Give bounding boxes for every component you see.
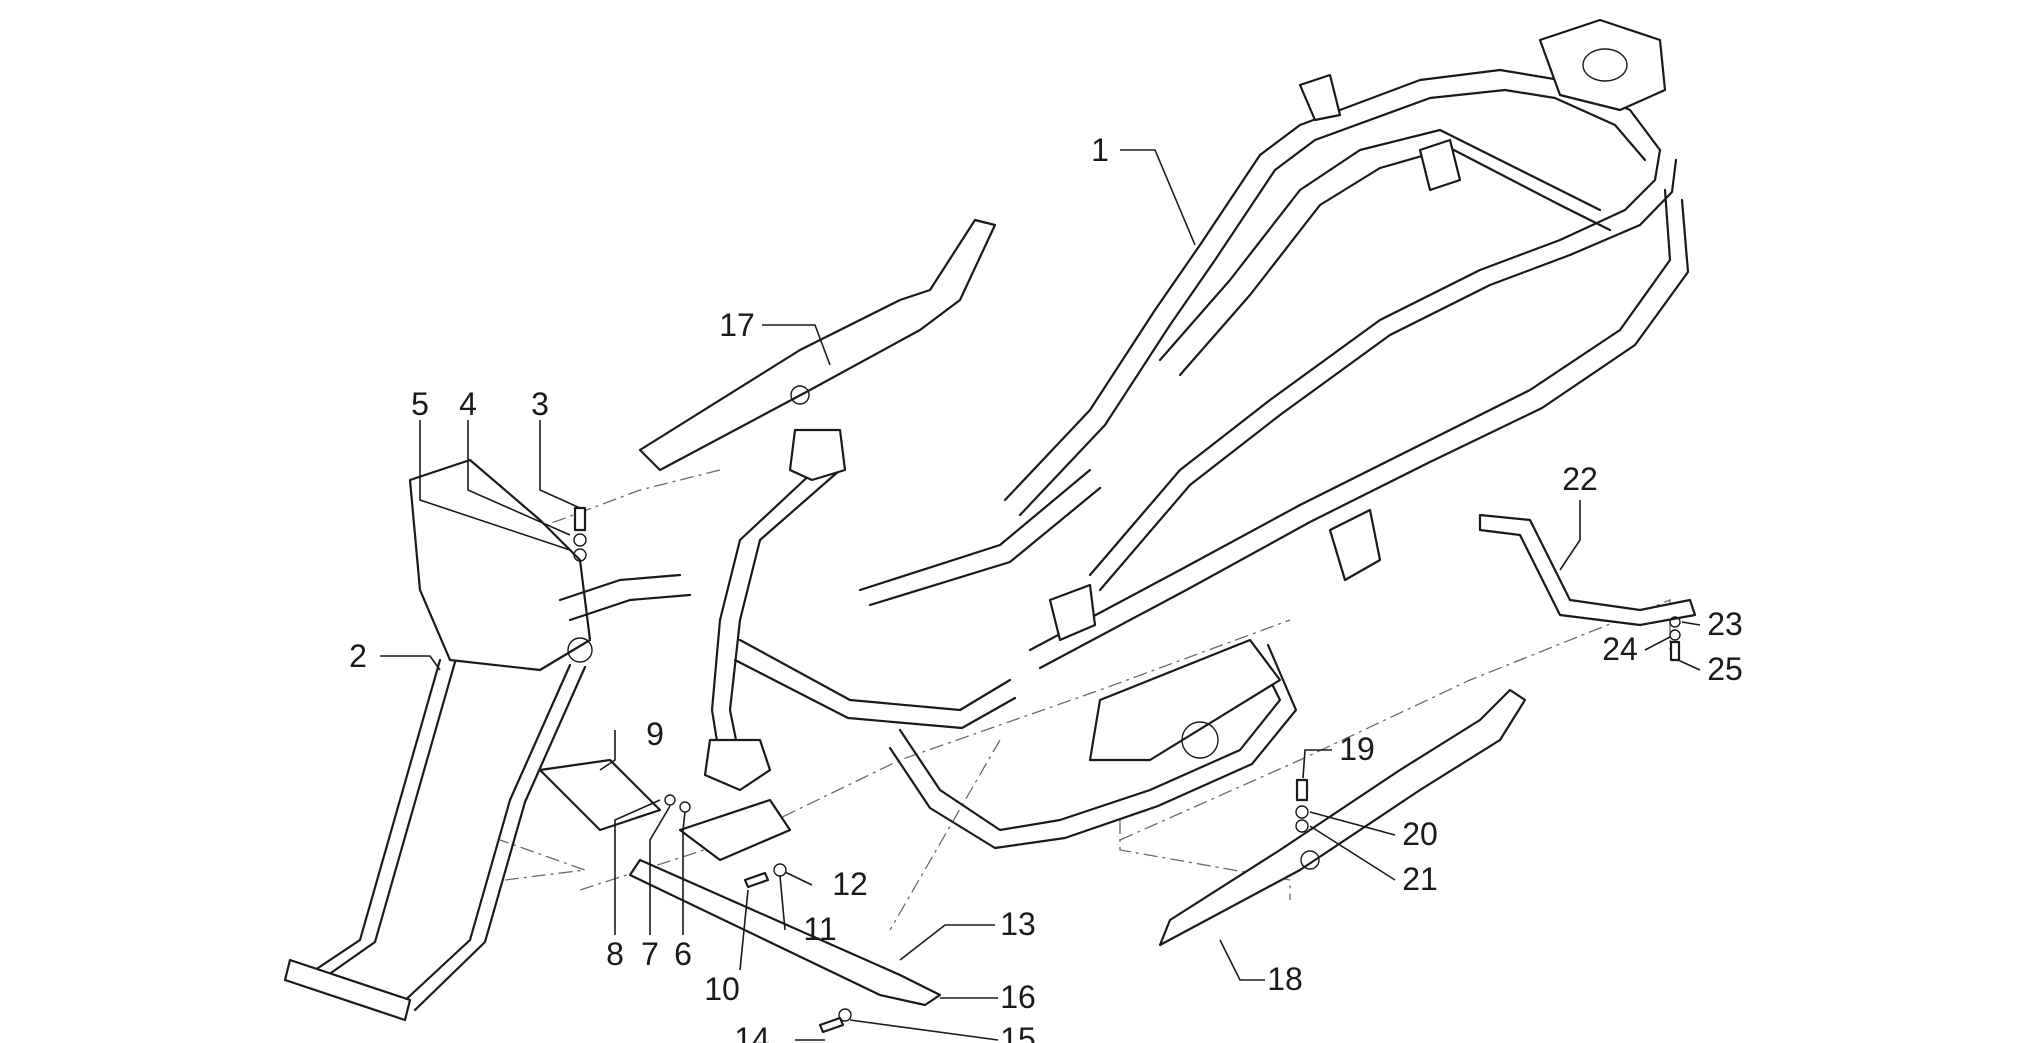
callout-21: 21: [1402, 861, 1438, 897]
callout-11: 11: [803, 911, 836, 947]
callout-1: 1: [1091, 132, 1109, 168]
footboard-rail: [628, 858, 942, 1007]
callout-4: 4: [459, 386, 477, 422]
callout-15: 15: [1000, 1021, 1036, 1043]
fasteners: [573, 506, 1681, 1034]
callout-12: 12: [832, 866, 868, 902]
callout-22: 22: [1562, 461, 1598, 497]
callouts: 1 2 3 4 5 6 7 8 9 10 11 12 13 14 15 16 1…: [349, 132, 1743, 1043]
callout-16: 16: [1000, 979, 1036, 1015]
main-frame: [703, 18, 1690, 850]
callout-2: 2: [349, 638, 367, 674]
callout-24: 24: [1602, 631, 1638, 667]
footrest-bracket-left: [638, 218, 997, 472]
leader-lines: [380, 149, 1701, 1041]
callout-14: 14: [734, 1021, 770, 1043]
callout-7: 7: [641, 936, 659, 972]
front-cradle: [283, 458, 692, 1022]
callout-19: 19: [1339, 731, 1375, 767]
callout-25: 25: [1707, 651, 1743, 687]
callout-17: 17: [719, 307, 755, 343]
alignment-lines: [499, 469, 1671, 931]
callout-18: 18: [1267, 961, 1303, 997]
footrest-bracket-right: [1158, 688, 1527, 947]
callout-20: 20: [1402, 816, 1438, 852]
callout-13: 13: [1000, 906, 1036, 942]
callout-9: 9: [646, 716, 664, 752]
callout-5: 5: [411, 386, 429, 422]
rear-bracket: [1478, 513, 1697, 627]
callout-10: 10: [704, 971, 740, 1007]
callout-6: 6: [674, 936, 692, 972]
callout-8: 8: [606, 936, 624, 972]
callout-3: 3: [531, 386, 549, 422]
callout-23: 23: [1707, 606, 1743, 642]
